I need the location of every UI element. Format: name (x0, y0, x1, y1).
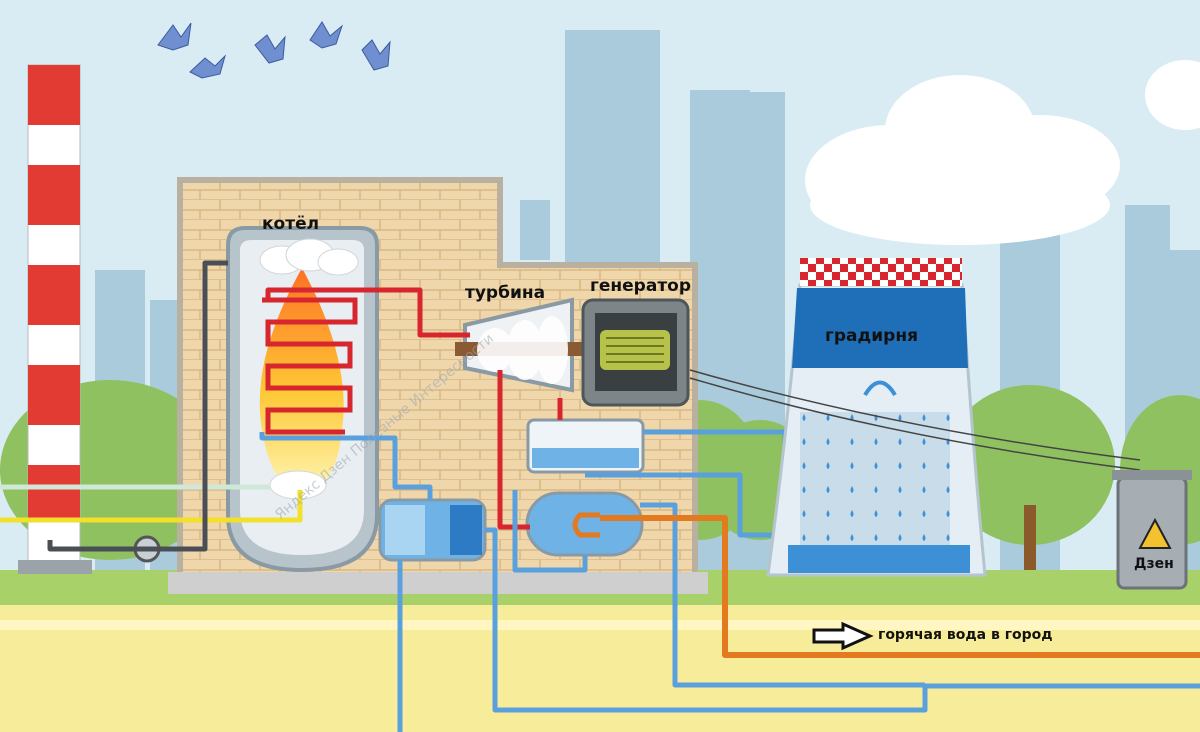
transformer-label: Дзен (1134, 556, 1174, 572)
cooling-tower-label: градирня (825, 326, 918, 346)
boiler-label: котёл (262, 214, 320, 234)
condenser (526, 418, 645, 474)
turbine (455, 297, 590, 393)
hot-water-arrow (812, 621, 874, 651)
hot-water-label: горячая вода в город (878, 627, 1053, 643)
transformer (1112, 470, 1192, 590)
generator (581, 298, 690, 407)
tree-trunk (1024, 505, 1036, 585)
birds (157, 21, 391, 79)
turbine-label: турбина (465, 283, 546, 303)
steam-coil (262, 297, 358, 435)
power-lines (689, 369, 1141, 471)
cooling-tower (766, 258, 987, 577)
cloud (805, 60, 1200, 245)
heat-exchanger (525, 491, 644, 557)
generator-label: генератор (590, 276, 692, 296)
feed-water-tank (378, 498, 487, 562)
